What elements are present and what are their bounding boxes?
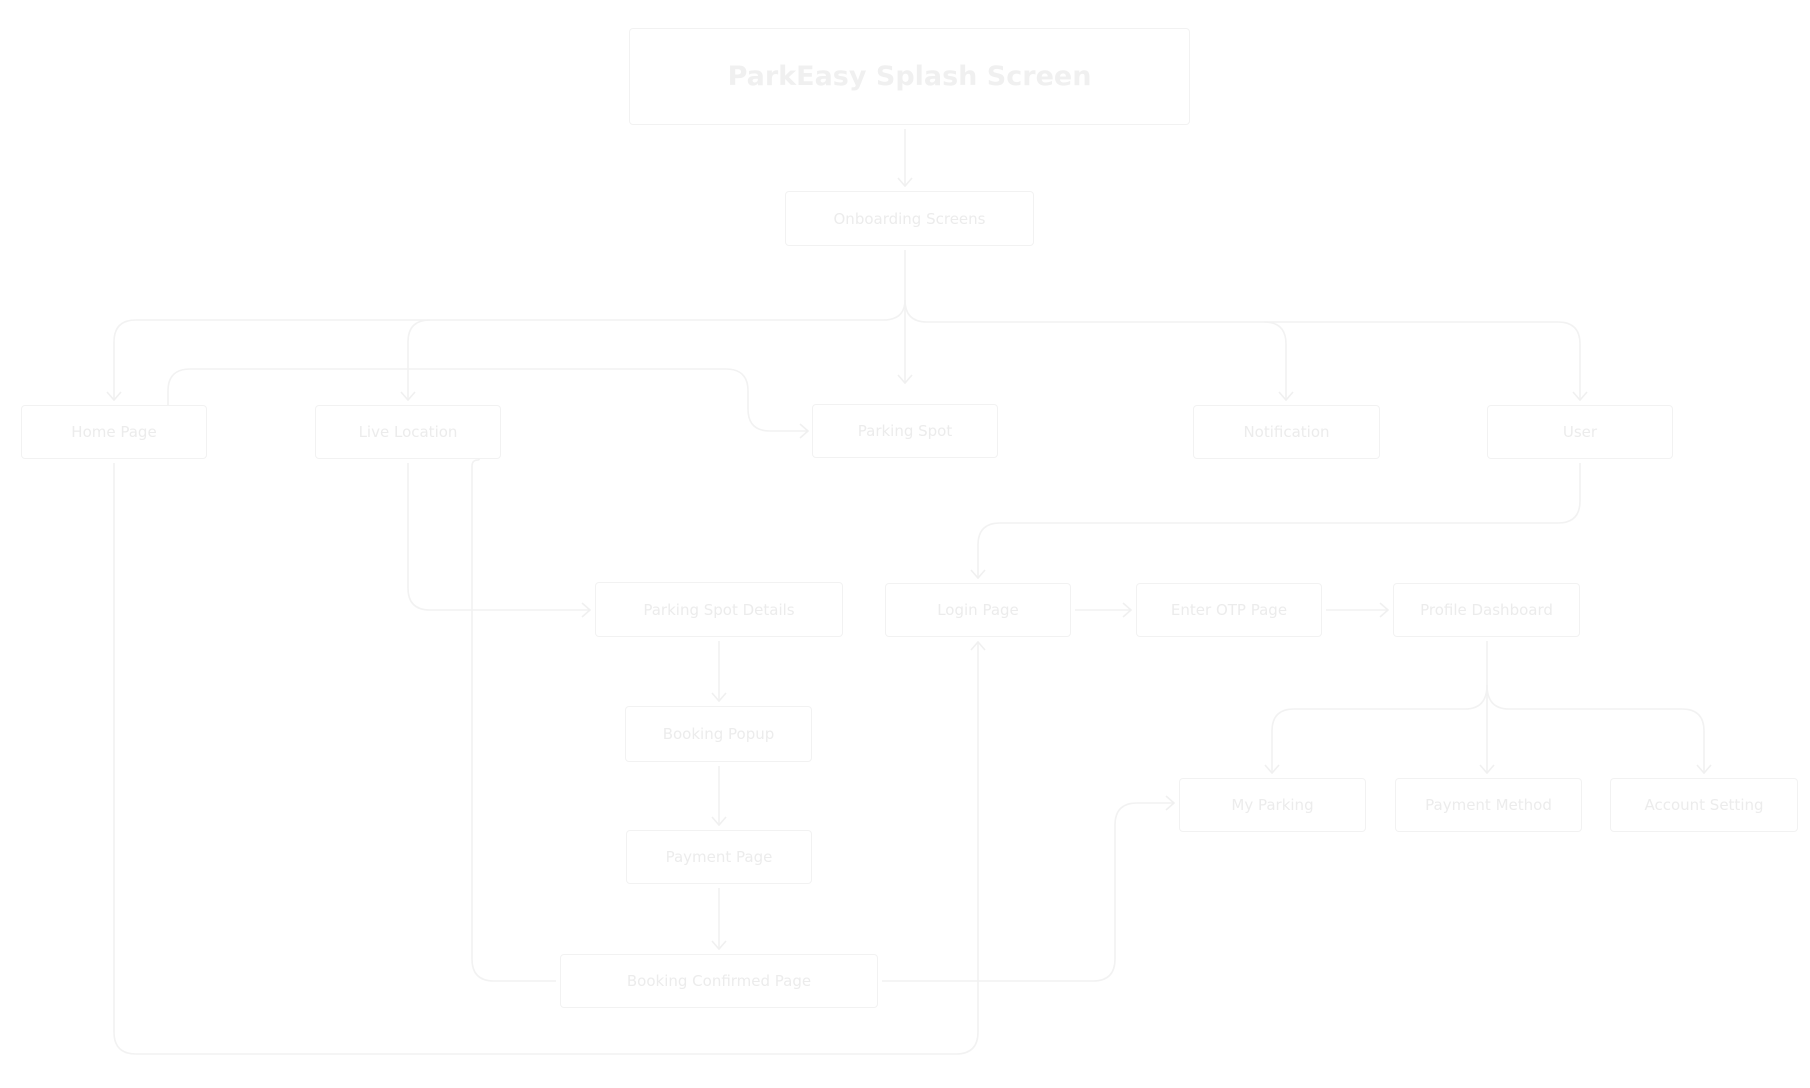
edge-onboarding-parking-spot-arrowhead — [897, 374, 913, 385]
node-parking-spot-details[interactable]: Parking Spot Details — [595, 582, 843, 637]
edge-user-login-arrowhead — [970, 569, 986, 580]
node-profile-dashboard[interactable]: Profile Dashboard — [1393, 583, 1580, 637]
node-label: Profile Dashboard — [1420, 601, 1553, 619]
node-splash[interactable]: ParkEasy Splash Screen — [629, 28, 1190, 125]
node-label: My Parking — [1231, 796, 1314, 814]
edge-details-popup-arrowhead — [711, 692, 727, 703]
edge-otp-profile-arrowhead — [1379, 602, 1390, 618]
node-home[interactable]: Home Page — [21, 405, 207, 459]
node-label: Login Page — [937, 601, 1019, 619]
node-label: Onboarding Screens — [833, 209, 986, 228]
node-login[interactable]: Login Page — [885, 583, 1071, 637]
node-user[interactable]: User — [1487, 405, 1673, 459]
node-label: Home Page — [71, 423, 157, 441]
edge-home-parking-spot — [167, 368, 808, 432]
node-label: User — [1562, 423, 1598, 441]
node-label: Notification — [1243, 423, 1330, 441]
edge-onboarding-live-location-arrowhead — [400, 391, 416, 402]
edge-live-location-details — [407, 463, 590, 611]
edge-confirmed-my-parking — [882, 802, 1174, 982]
edge-user-login — [977, 463, 1581, 578]
edge-live-location-details-arrowhead — [581, 602, 592, 618]
node-label: Booking Confirmed Page — [626, 972, 812, 990]
node-label: Live Location — [358, 423, 458, 441]
node-label: Payment Page — [665, 848, 773, 866]
node-account-setting[interactable]: Account Setting — [1610, 778, 1798, 832]
node-label: Enter OTP Page — [1170, 601, 1288, 619]
edge-onboarding-user — [1264, 321, 1581, 400]
node-label: Parking Spot Details — [643, 600, 795, 619]
node-booking-confirmed[interactable]: Booking Confirmed Page — [560, 954, 878, 1008]
node-label: ParkEasy Splash Screen — [727, 61, 1092, 92]
node-booking-popup[interactable]: Booking Popup — [625, 706, 812, 762]
edge-popup-payment-arrowhead — [711, 816, 727, 827]
edge-profile-payment-method-arrowhead — [1479, 764, 1495, 775]
node-my-parking[interactable]: My Parking — [1179, 778, 1366, 832]
edge-confirmed-my-parking-arrowhead — [1165, 795, 1176, 811]
node-payment-page[interactable]: Payment Page — [626, 830, 812, 884]
edge-profile-account-setting — [1486, 684, 1705, 773]
edge-onboarding-live-location — [407, 319, 431, 400]
edge-profile-account-setting-arrowhead — [1696, 764, 1712, 775]
node-parking-spot[interactable]: Parking Spot — [812, 404, 998, 458]
edge-onboarding-user-arrowhead — [1572, 391, 1588, 402]
node-label: Account Setting — [1644, 796, 1764, 814]
edge-onboarding-notification-arrowhead — [1278, 391, 1294, 402]
node-onboarding[interactable]: Onboarding Screens — [785, 191, 1034, 246]
edge-home-login-arrowhead — [970, 640, 986, 651]
edge-splash-onboarding-arrowhead — [897, 177, 913, 188]
edge-profile-my-parking-arrowhead — [1264, 764, 1280, 775]
node-enter-otp[interactable]: Enter OTP Page — [1136, 583, 1322, 637]
edge-home-login — [113, 463, 979, 1055]
edge-login-otp-arrowhead — [1122, 602, 1133, 618]
node-label: Booking Popup — [662, 725, 775, 743]
edge-onboarding-notification — [904, 299, 1287, 400]
node-label: Payment Method — [1425, 796, 1552, 814]
edge-home-parking-spot-arrowhead — [799, 423, 810, 439]
node-live-location[interactable]: Live Location — [315, 405, 501, 459]
node-notification[interactable]: Notification — [1193, 405, 1380, 459]
edge-confirmed-live-location — [437, 445, 556, 982]
edge-payment-confirmed-arrowhead — [711, 940, 727, 951]
node-payment-method[interactable]: Payment Method — [1395, 778, 1582, 832]
edge-onboarding-home — [113, 299, 906, 400]
node-label: Parking Spot — [857, 422, 953, 440]
edge-profile-my-parking — [1271, 684, 1488, 773]
edge-onboarding-home-arrowhead — [106, 391, 122, 402]
